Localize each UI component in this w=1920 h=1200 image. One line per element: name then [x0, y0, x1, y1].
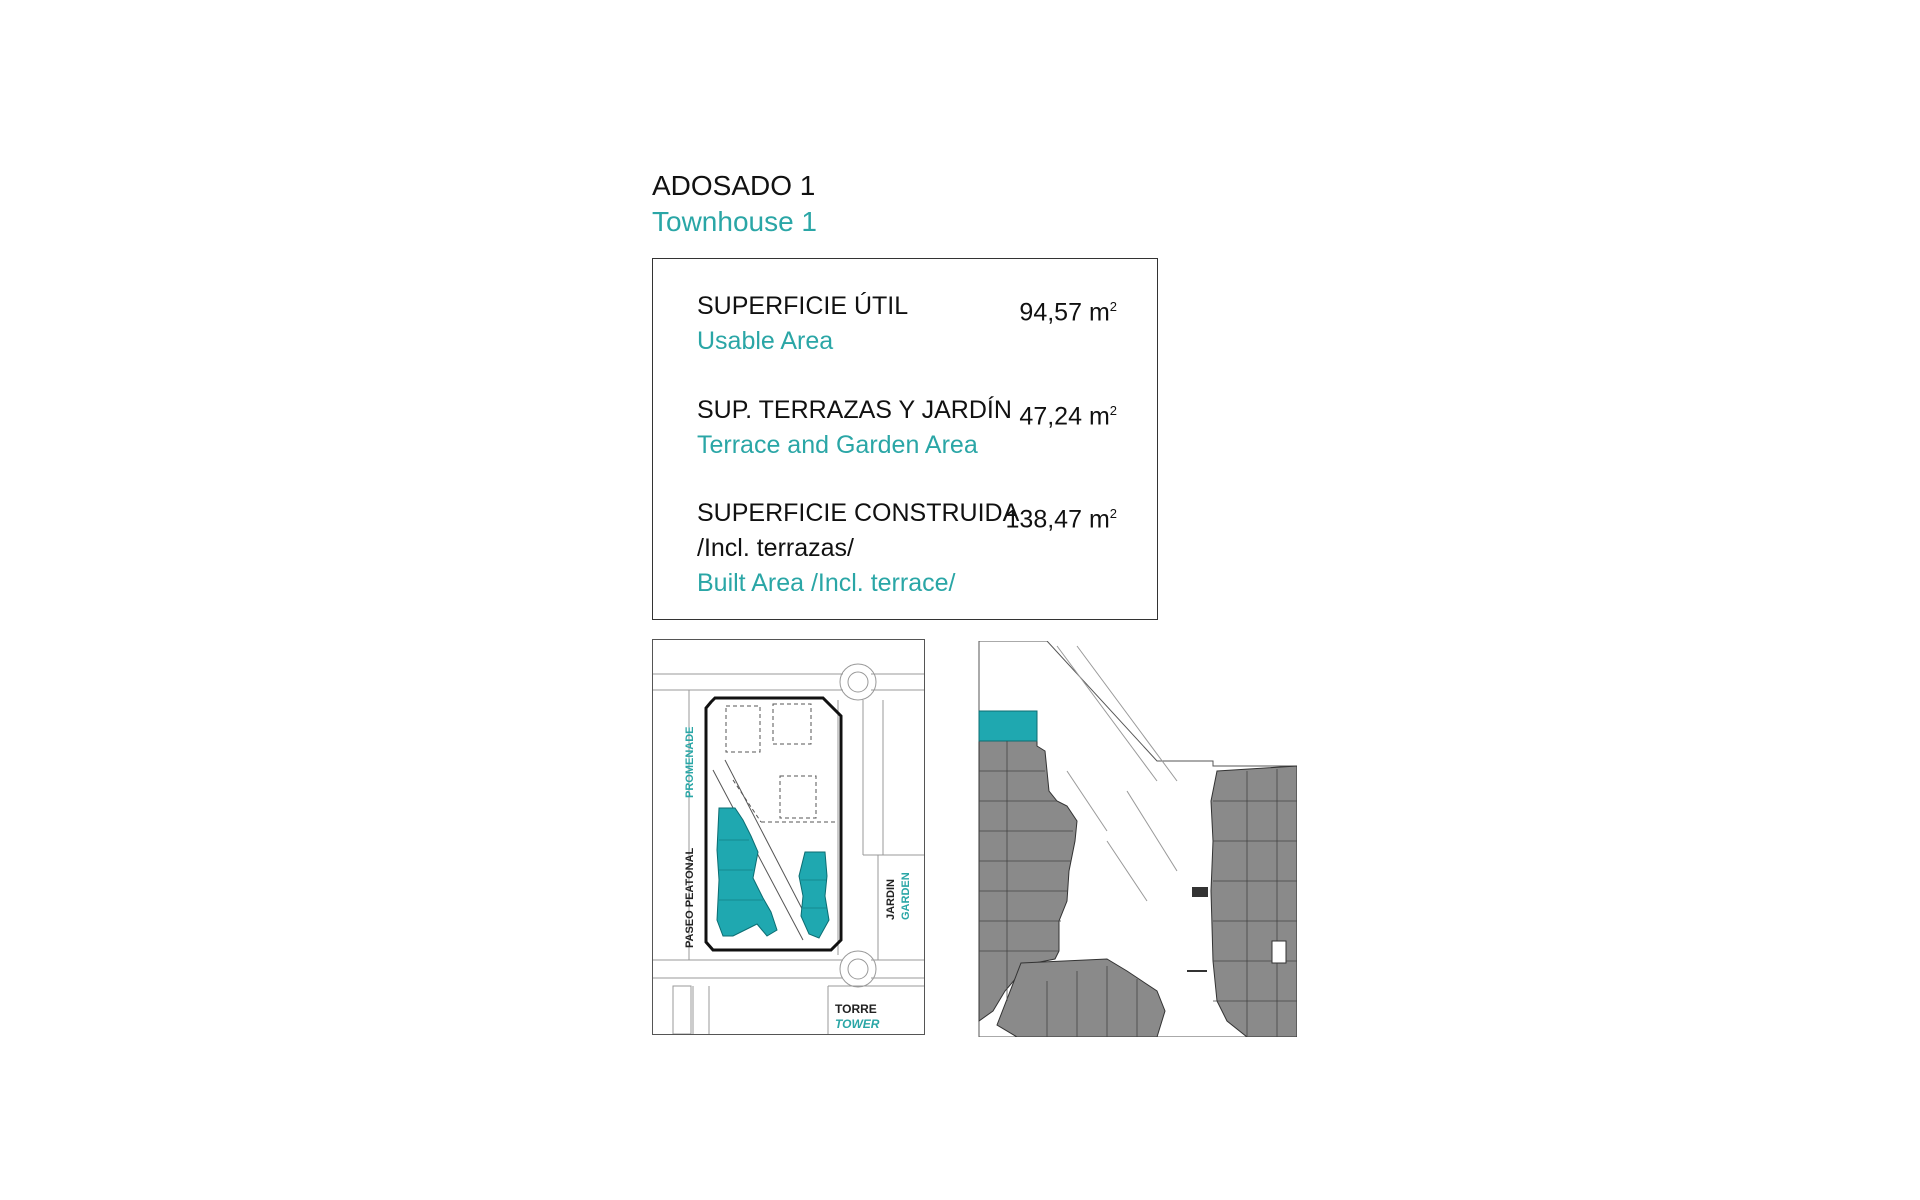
built-area-number: 138,47: [1005, 505, 1082, 534]
terrace-area-unit-sup: 2: [1109, 403, 1117, 418]
tower-label-es: TORRE: [835, 1002, 877, 1016]
usable-area-unit: m: [1088, 298, 1110, 327]
site-plan: PASEO PEATONAL PROMENADE JARDIN GARDEN T…: [652, 639, 925, 1035]
floor-plan: [977, 641, 1297, 1037]
built-area-unit-sup: 2: [1109, 506, 1117, 521]
garden-label-es: JARDIN: [885, 879, 897, 920]
terrace-area-value: 47,24 m2: [1019, 393, 1117, 434]
built-area-row: SUPERFICIE CONSTRUIDA /Incl. terrazas/ B…: [697, 496, 1117, 601]
title-block: ADOSADO 1 Townhouse 1: [652, 168, 817, 240]
title-spanish: ADOSADO 1: [652, 170, 816, 201]
terrace-area-row: SUP. TERRAZAS Y JARDÍN Terrace and Garde…: [697, 393, 1117, 463]
usable-area-number: 94,57: [1019, 298, 1082, 327]
promenade-label-es: PASEO PEATONAL: [684, 847, 696, 948]
built-area-value: 138,47 m2: [1006, 496, 1117, 537]
site-plan-drawing: PASEO PEATONAL PROMENADE JARDIN GARDEN T…: [653, 663, 924, 1034]
usable-area-row: SUPERFICIE ÚTIL Usable Area 94,57 m2: [697, 289, 1117, 359]
tower-label-en: TOWER: [835, 1017, 880, 1031]
built-area-unit: m: [1088, 505, 1110, 534]
promenade-label-en: PROMENADE: [684, 726, 696, 798]
floor-plan-drawing: [978, 641, 1297, 1037]
terrace-area-number: 47,24: [1019, 402, 1082, 431]
garden-label-en: GARDEN: [900, 872, 912, 920]
title-english: Townhouse 1: [652, 206, 818, 237]
usable-area-value: 94,57 m2: [1019, 289, 1117, 330]
terrace-area-label-en: Terrace and Garden Area: [697, 431, 978, 459]
usable-area-label-es: SUPERFICIE ÚTIL: [697, 292, 909, 320]
area-info-box: SUPERFICIE ÚTIL Usable Area 94,57 m2 SUP…: [652, 258, 1158, 620]
usable-area-label-en: Usable Area: [697, 327, 834, 355]
built-area-label-es: SUPERFICIE CONSTRUIDA: [697, 499, 1020, 527]
built-area-label-en: Built Area /Incl. terrace/: [697, 569, 956, 597]
terrace-area-unit: m: [1088, 402, 1110, 431]
built-area-label-es-2: /Incl. terrazas/: [697, 534, 854, 562]
usable-area-unit-sup: 2: [1109, 299, 1117, 314]
terrace-area-label-es: SUP. TERRAZAS Y JARDÍN: [697, 396, 1012, 424]
